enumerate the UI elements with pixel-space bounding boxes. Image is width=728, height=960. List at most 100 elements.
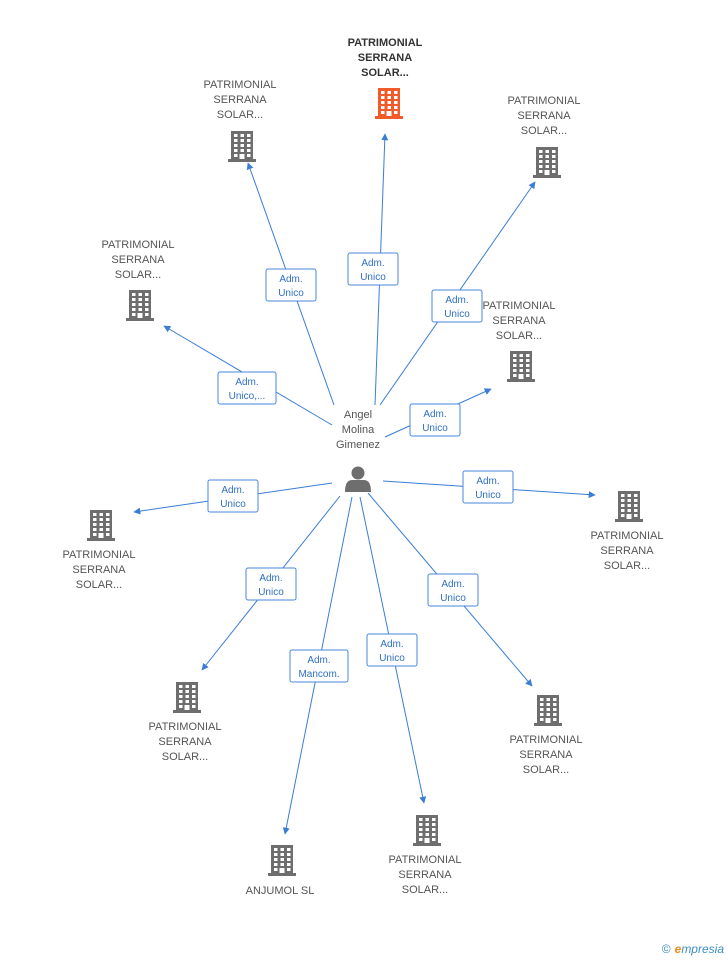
edge-label-text: Unico,... — [229, 391, 266, 402]
company-label: SERRANA — [111, 254, 165, 266]
company-label: SOLAR... — [521, 125, 567, 137]
edge-label-text: Unico — [278, 288, 304, 299]
building-icon — [375, 88, 403, 119]
edge-label-text: Unico — [360, 272, 386, 283]
company-node-n2[interactable]: PATRIMONIALSERRANASOLAR... — [204, 79, 277, 162]
edge-label-text: Adm. — [361, 258, 384, 269]
building-icon — [173, 682, 201, 713]
company-label: PATRIMONIAL — [508, 95, 581, 107]
person-name: Gimenez — [336, 439, 380, 451]
person-icon — [345, 466, 371, 492]
building-icon — [126, 290, 154, 321]
footer-brand[interactable]: ©empresia — [662, 942, 724, 956]
building-icon — [507, 351, 535, 382]
company-label: SOLAR... — [604, 560, 650, 572]
company-node-n4[interactable]: PATRIMONIAL SERRANA SOLAR... — [102, 239, 175, 321]
company-label: SERRANA — [398, 869, 452, 881]
edge-label-n10[interactable]: Adm. Mancom. — [289, 649, 349, 683]
edge-label-box — [462, 470, 514, 504]
company-label: SOLAR... — [361, 67, 409, 79]
edge-label-box — [207, 479, 259, 513]
edge-label-box — [289, 649, 349, 683]
company-label: PATRIMONIAL — [591, 530, 664, 542]
building-icon — [534, 695, 562, 726]
edge-label-text: Adm. — [441, 579, 464, 590]
company-label: PATRIMONIAL — [204, 79, 277, 91]
edge-label-n4[interactable]: Adm. Unico,... — [217, 371, 277, 405]
edge-label-text: Unico — [379, 653, 405, 664]
edge-label-text: Unico — [440, 593, 466, 604]
brand-initial: e — [674, 942, 682, 956]
company-label: PATRIMONIAL — [149, 721, 222, 733]
person-name: Angel — [344, 409, 372, 421]
edge-label-box — [217, 371, 277, 405]
edge-label-n7[interactable]: Adm. Unico — [462, 470, 514, 504]
company-label: SERRANA — [517, 110, 571, 122]
edge-label-text: Unico — [444, 309, 470, 320]
company-label: SERRANA — [358, 52, 412, 64]
company-label: PATRIMONIAL — [389, 854, 462, 866]
edge-label-box — [265, 268, 317, 302]
company-label: SOLAR... — [162, 751, 208, 763]
building-icon — [533, 147, 561, 178]
company-label: SOLAR... — [217, 109, 263, 121]
edge-label-text: Adm. — [259, 573, 282, 584]
edge-label-text: Adm. — [423, 409, 446, 420]
company-label: SOLAR... — [76, 579, 122, 591]
company-node-n6[interactable]: PATRIMONIAL SERRANA SOLAR... — [63, 510, 136, 591]
building-icon — [413, 815, 441, 846]
edge-label-text: Unico — [422, 423, 448, 434]
company-label: PATRIMONIAL — [102, 239, 175, 251]
company-label: SERRANA — [492, 315, 546, 327]
edge-label-n1[interactable]: Adm. Unico — [347, 252, 399, 286]
edge-label-box — [427, 573, 479, 607]
edge-label-text: Unico — [475, 490, 501, 501]
company-label: SERRANA — [72, 564, 126, 576]
edge-label-n9[interactable]: Adm. Unico — [427, 573, 479, 607]
company-label: SERRANA — [600, 545, 654, 557]
edge-label-n11[interactable]: Adm. Unico — [366, 633, 418, 667]
building-icon — [268, 845, 296, 876]
edge-label-text: Adm. — [221, 485, 244, 496]
company-node-n3[interactable]: PATRIMONIAL SERRANA SOLAR... — [508, 95, 581, 178]
edge-label-text: Adm. — [307, 655, 330, 666]
company-label: SOLAR... — [115, 269, 161, 281]
company-label: PATRIMONIAL — [510, 734, 583, 746]
edge-label-n5[interactable]: Adm. Unico — [409, 403, 461, 437]
edge-label-box — [245, 567, 297, 601]
copyright-icon: © — [661, 942, 671, 956]
edge-label-n8[interactable]: Adm. Unico — [245, 567, 297, 601]
company-label: SOLAR... — [402, 884, 448, 896]
edge-label-box — [409, 403, 461, 437]
company-label: SERRANA — [519, 749, 573, 761]
brand-name: mpresia — [681, 942, 724, 956]
edge-label-text: Adm. — [476, 476, 499, 487]
edge-label-n3[interactable]: Adm.Unico — [431, 289, 483, 323]
company-node-n8[interactable]: PATRIMONIAL SERRANA SOLAR... — [149, 682, 222, 763]
edge-label-n2[interactable]: Adm.Unico — [265, 268, 317, 302]
edge-label-box — [431, 289, 483, 323]
edge-label-text: Mancom. — [298, 669, 339, 680]
company-node-n11[interactable]: PATRIMONIAL SERRANA SOLAR... — [389, 815, 462, 896]
building-icon — [228, 131, 256, 162]
company-node-n1[interactable]: PATRIMONIALSERRANASOLAR... — [348, 37, 423, 119]
company-label: PATRIMONIAL — [63, 549, 136, 561]
company-node-n10[interactable]: ANJUMOL SL — [246, 845, 315, 897]
edge-label-text: Unico — [258, 587, 284, 598]
company-label: SERRANA — [158, 736, 212, 748]
edge-label-text: Unico — [220, 499, 246, 510]
company-node-n5[interactable]: PATRIMONIALSERRANASOLAR... — [483, 300, 556, 382]
person-name: Molina — [342, 424, 375, 436]
building-icon — [615, 491, 643, 522]
edge-label-n6[interactable]: Adm. Unico — [207, 479, 259, 513]
company-node-n9[interactable]: PATRIMONIAL SERRANA SOLAR... — [510, 695, 583, 776]
edge-label-box — [347, 252, 399, 286]
nodes-layer: PATRIMONIAL SERRANA SOLAR... PATRIMONIAL SER… — [63, 37, 664, 897]
company-label: SOLAR... — [523, 764, 569, 776]
company-node-n7[interactable]: PATRIMONIAL SERRANA SOLAR... — [591, 491, 664, 572]
edge-label-text: Adm. — [380, 639, 403, 650]
edge-label-text: Adm. — [235, 377, 258, 388]
company-label: PATRIMONIAL — [483, 300, 556, 312]
